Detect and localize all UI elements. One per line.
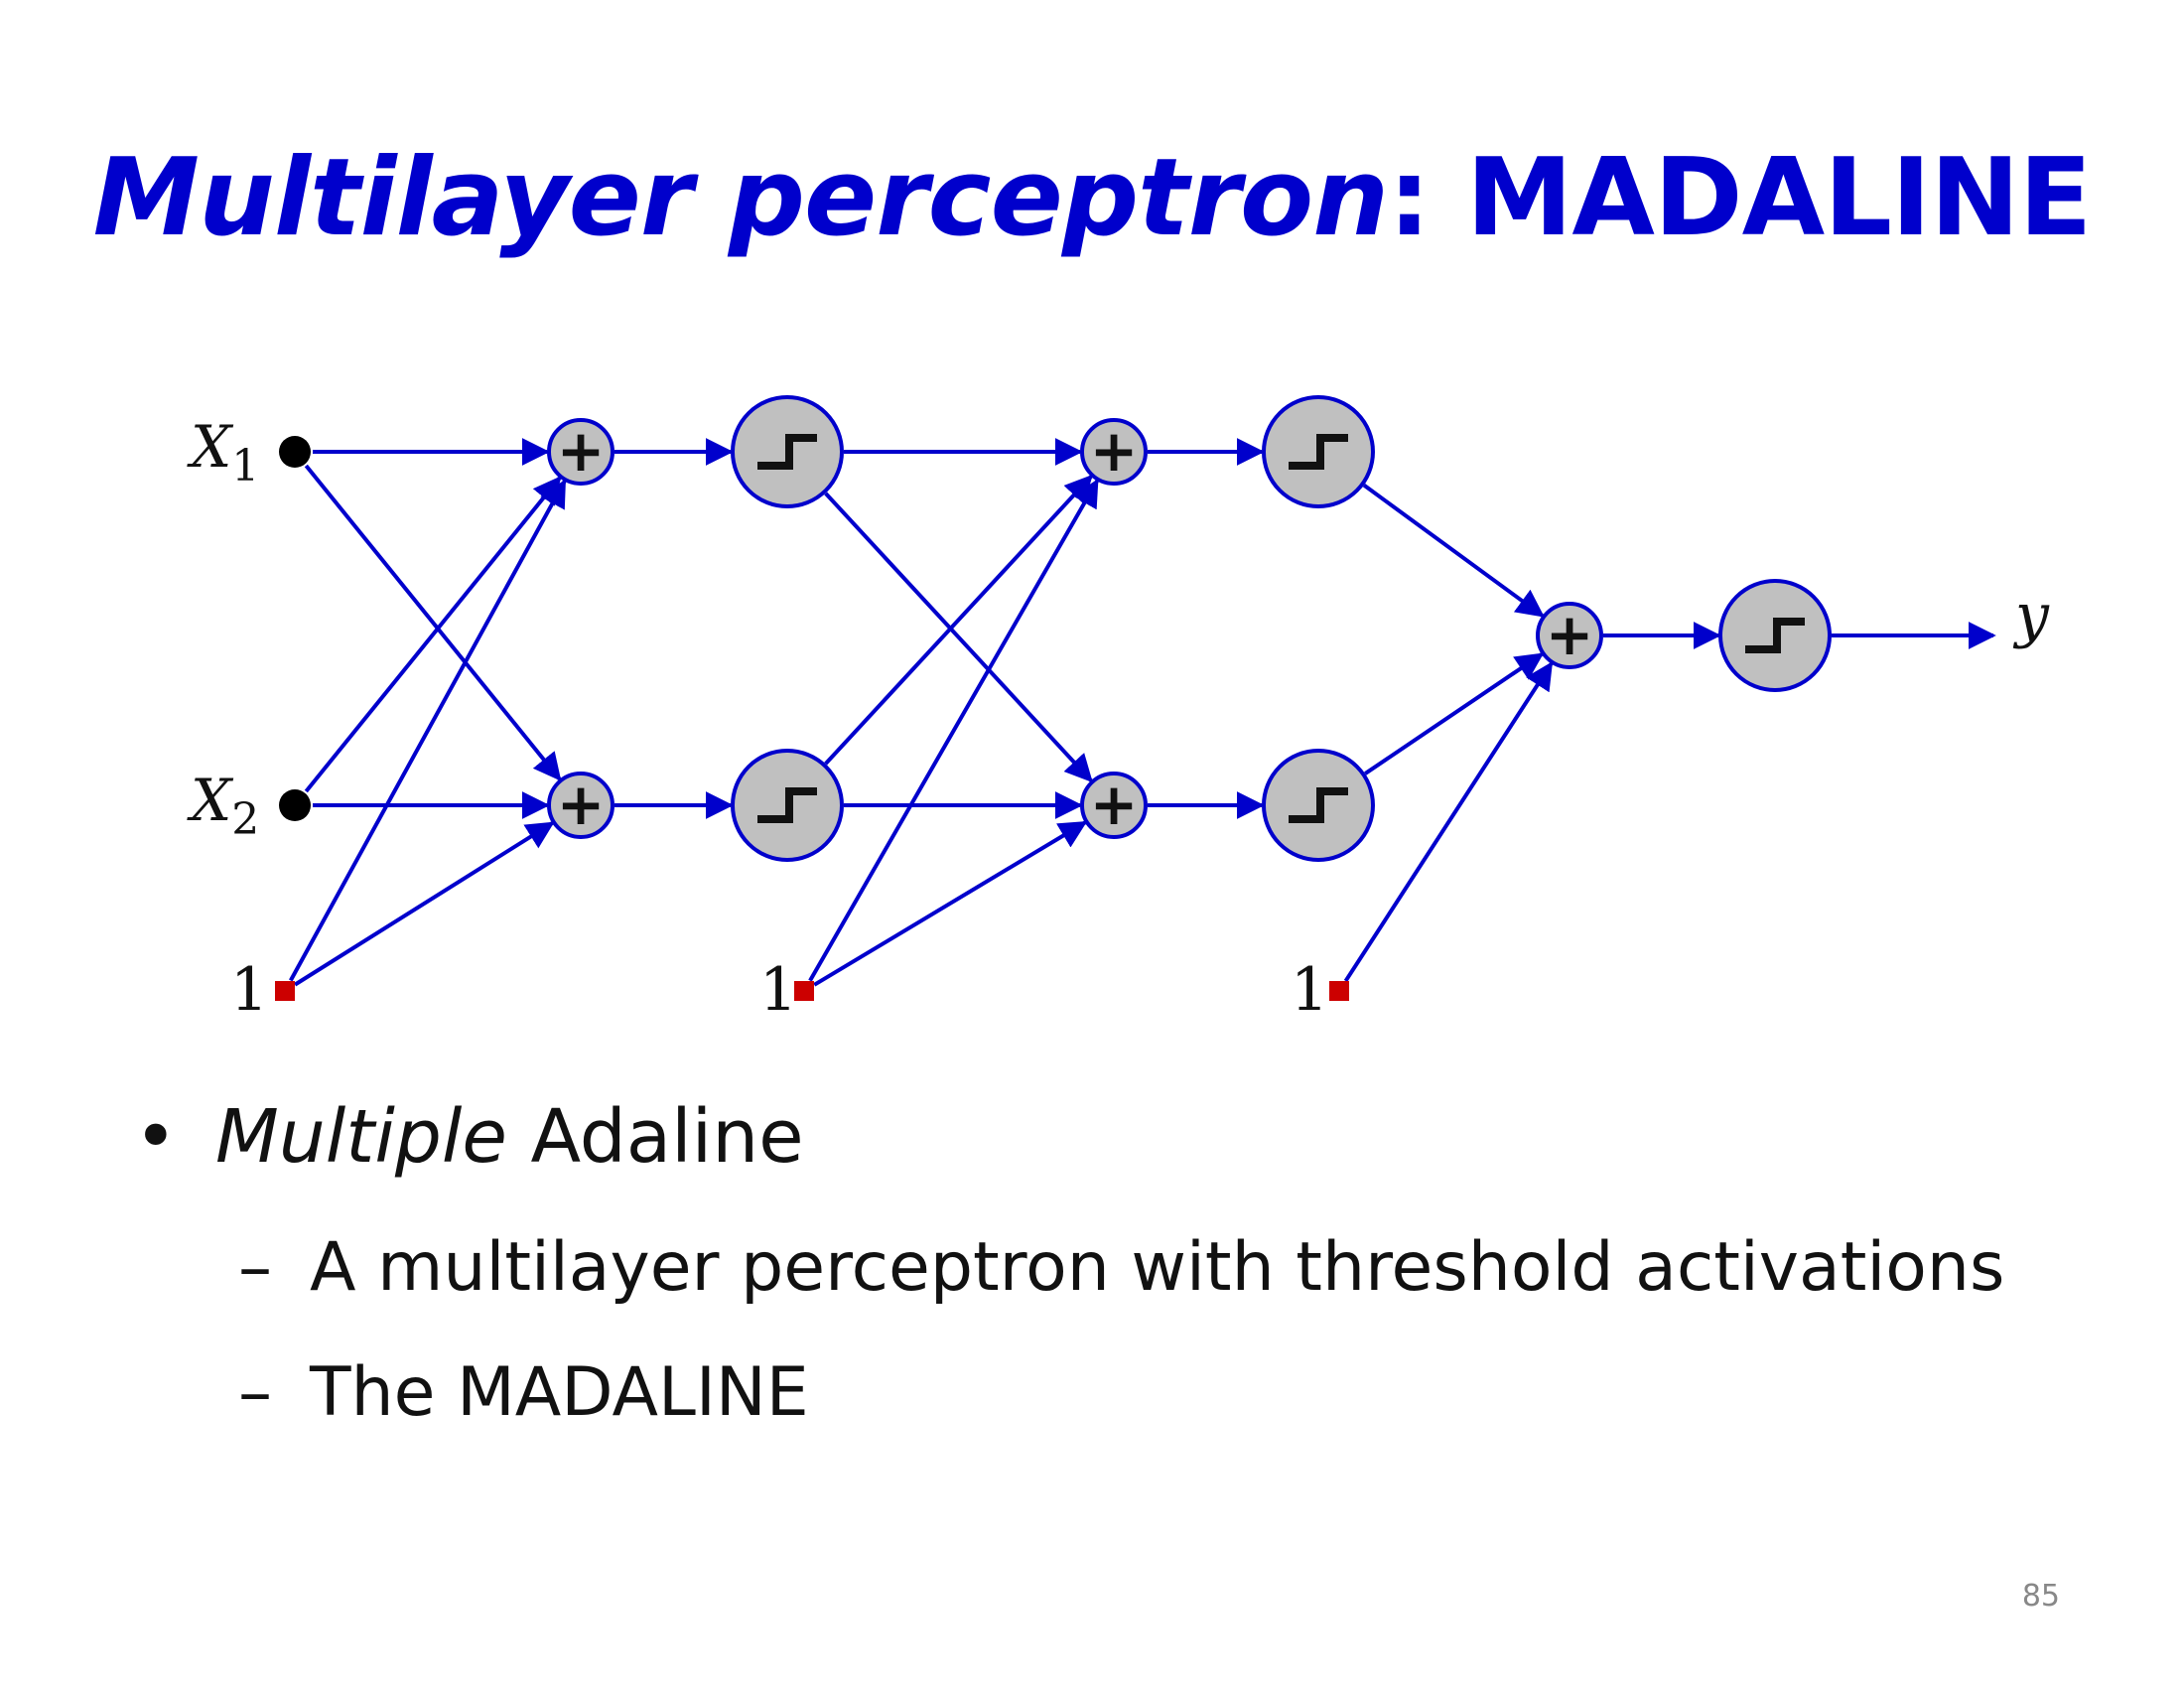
sum-node-output: + [1536, 601, 1603, 669]
nodes: + + + + + [275, 395, 1832, 1001]
sub-bullet-1: –A multilayer perceptron with threshold … [238, 1223, 2004, 1313]
plus-symbol: + [1090, 417, 1139, 485]
plus-symbol: + [557, 771, 606, 838]
labels: X1 X2 1 1 1 y [187, 413, 2050, 1025]
page-number: 85 [2021, 1579, 2060, 1614]
edges [289, 438, 1996, 987]
step-function-icon [1289, 434, 1348, 470]
input-x2-node [279, 789, 311, 821]
sum-node-circle [1080, 772, 1148, 839]
bias-label-2: 1 [759, 955, 797, 1025]
plus-symbol: + [1546, 601, 1594, 668]
input-x1-label: X1 [187, 413, 259, 492]
step-node-l2-bottom [1262, 749, 1375, 862]
sub-bullet-text: A multilayer perceptron with threshold a… [310, 1228, 2005, 1307]
bias-node-3 [1329, 981, 1349, 1001]
edge-x2-s11 [304, 476, 562, 793]
title-regular: : MADALINE [1388, 136, 2092, 260]
step-node-l1-top [731, 395, 844, 508]
input-x1-node [279, 436, 311, 468]
edge-a22-s3 [1364, 652, 1545, 775]
plus-symbol: + [1090, 771, 1139, 838]
step-function-icon [1289, 787, 1348, 823]
edge-b1-s11 [289, 479, 567, 982]
bias-node-1 [275, 981, 295, 1001]
sum-node-l1-top: + [547, 417, 614, 486]
bias-label-3: 1 [1291, 955, 1328, 1025]
bias-label-1: 1 [230, 955, 268, 1025]
sub-bullet-2: –The MADALINE [238, 1348, 809, 1438]
bullet-symbol: • [134, 1094, 178, 1180]
sum-node-l2-bottom: + [1080, 771, 1148, 839]
edge-a11-s22 [824, 492, 1093, 783]
step-node-l1-bottom [731, 749, 844, 862]
step-function-icon [1745, 618, 1805, 653]
sum-node-circle [547, 772, 614, 839]
title-italic: Multilayer perceptron [92, 136, 1389, 260]
step-function-icon [757, 434, 817, 470]
sum-node-circle [1080, 418, 1148, 486]
bullet-main: • Multiple Adaline [134, 1087, 804, 1187]
plus-symbol: + [557, 417, 606, 485]
bullet-rest: Adaline [506, 1094, 804, 1180]
input-x2-label: X2 [187, 767, 259, 845]
sum-node-circle [1536, 602, 1603, 669]
edge-b2-s21 [808, 479, 1099, 982]
sum-node-l2-top: + [1080, 417, 1148, 486]
sub-bullet-text: The MADALINE [310, 1353, 809, 1432]
edge-b1-s12 [294, 821, 555, 987]
sum-node-l1-bottom: + [547, 771, 614, 839]
edge-b2-s22 [813, 820, 1088, 987]
bullet-italic: Multiple [215, 1094, 507, 1180]
bias-node-2 [794, 981, 814, 1001]
edge-x1-s12 [304, 464, 562, 781]
step-node-l2-top [1262, 395, 1375, 508]
step-node-output [1718, 579, 1832, 692]
output-y-label: y [2012, 581, 2050, 650]
sub-bullet-dash: – [238, 1353, 272, 1432]
edge-b3-s3 [1343, 661, 1554, 983]
step-function-icon [757, 787, 817, 823]
edge-a12-s21 [824, 474, 1093, 766]
slide-title: Multilayer perceptron: MADALINE [0, 129, 2184, 268]
sub-bullet-dash: – [238, 1228, 272, 1307]
sum-node-circle [547, 418, 614, 486]
edge-a21-s3 [1362, 484, 1545, 618]
